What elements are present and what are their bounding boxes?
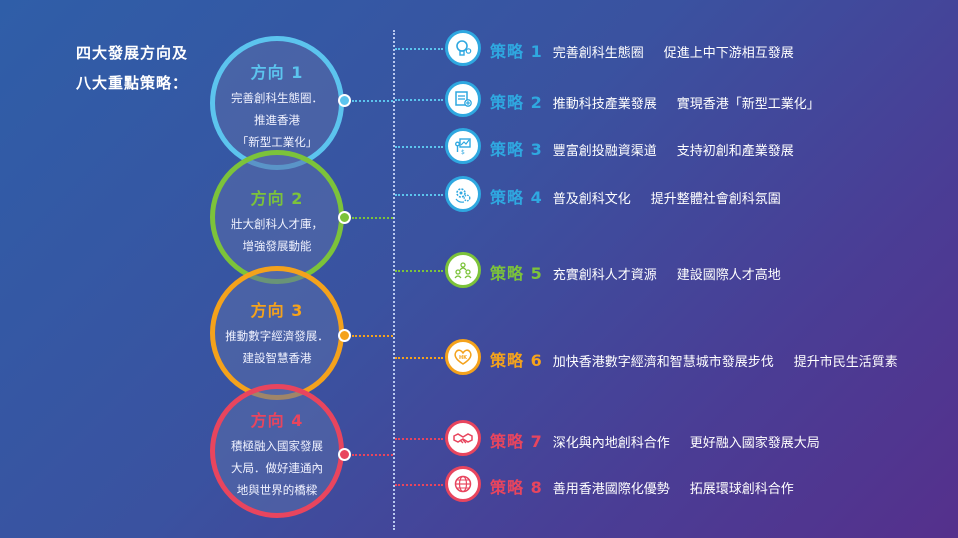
strategy-5-text-2: 建設國際人才高地 xyxy=(676,268,781,283)
connector-strategy-4 xyxy=(395,194,443,196)
strategy-6-text-2: 提升市民生活質素 xyxy=(793,355,898,370)
strategy-5: 策略 5 充實創科人才資源 建設國際人才高地 xyxy=(490,260,781,284)
strategy-8-label: 策略 8 xyxy=(490,478,543,497)
server-plus-icon xyxy=(445,81,481,117)
strategy-1-text-1: 完善創科生態圈 xyxy=(552,46,644,61)
strategy-6-label: 策略 6 xyxy=(490,351,543,370)
strategy-8-text-2: 拓展環球創科合作 xyxy=(689,482,794,497)
direction-2-circle: 方向 2 壯大創科人才庫， 增強發展動能 xyxy=(210,150,344,284)
direction-4-circle: 方向 4 積極融入國家發展 大局．做好連通內 地與世界的橋樑 xyxy=(210,384,344,518)
direction-1-circle: 方向 1 完善創科生態圈． 推進香港 「新型工業化」 xyxy=(210,36,344,170)
strategy-6: 策略 6 加快香港數字經濟和智慧城市發展步伐 提升市民生活質素 xyxy=(490,347,898,371)
direction-1-description: 完善創科生態圈． 推進香港 「新型工業化」 xyxy=(231,91,323,149)
connector-strategy-1 xyxy=(395,48,443,50)
strategy-2-text-1: 推動科技產業發展 xyxy=(552,97,657,112)
direction-3-description: 推動數字經濟發展． 建設智慧香港 xyxy=(225,329,329,365)
connector-strategy-6 xyxy=(395,357,443,359)
svg-text:$: $ xyxy=(461,149,465,156)
strategy-4: 策略 4 普及創科文化 提升整體社會創科氛圍 xyxy=(490,184,781,208)
connector-spine xyxy=(393,30,395,530)
strategy-7: 策略 7 深化與內地創科合作 更好融入國家發展大局 xyxy=(490,428,820,452)
strategy-3-text-2: 支持初創和產業發展 xyxy=(676,144,794,159)
connector-strategy-7 xyxy=(395,438,443,440)
investment-board-icon: $ xyxy=(445,128,481,164)
strategy-7-text-2: 更好融入國家發展大局 xyxy=(689,436,820,451)
strategy-2-text-2: 實現香港「新型工業化」 xyxy=(676,97,820,112)
connector-direction-3 xyxy=(352,335,393,337)
hk-heart-icon: HK xyxy=(445,339,481,375)
svg-text:HK: HK xyxy=(459,355,468,361)
strategy-2-label: 策略 2 xyxy=(490,93,543,112)
gears-cycle-icon xyxy=(445,176,481,212)
strategy-4-text-2: 提升整體社會創科氛圍 xyxy=(650,192,781,207)
direction-1-dot xyxy=(338,94,351,107)
strategy-4-label: 策略 4 xyxy=(490,188,543,207)
title-line-2: 八大重點策略： xyxy=(76,74,189,92)
direction-4-dot xyxy=(338,448,351,461)
strategy-1-text-2: 促進上中下游相互發展 xyxy=(663,46,794,61)
connector-strategy-3 xyxy=(395,146,443,148)
connector-strategy-8 xyxy=(395,484,443,486)
strategy-7-label: 策略 7 xyxy=(490,432,543,451)
strategy-8: 策略 8 善用香港國際化優勢 拓展環球創科合作 xyxy=(490,474,794,498)
people-network-icon xyxy=(445,252,481,288)
strategy-8-text-1: 善用香港國際化優勢 xyxy=(552,482,670,497)
strategy-1-label: 策略 1 xyxy=(490,42,543,61)
strategy-6-text-1: 加快香港數字經濟和智慧城市發展步伐 xyxy=(552,355,774,370)
direction-2-description: 壯大創科人才庫， 增強發展動能 xyxy=(231,217,323,253)
strategy-2: 策略 2 推動科技產業發展 實現香港「新型工業化」 xyxy=(490,89,820,113)
strategy-4-text-1: 普及創科文化 xyxy=(552,192,631,207)
direction-4-description: 積極融入國家發展 大局．做好連通內 地與世界的橋樑 xyxy=(231,439,323,497)
strategy-5-label: 策略 5 xyxy=(490,264,543,283)
handshake-icon xyxy=(445,420,481,456)
globe-icon xyxy=(445,466,481,502)
strategy-3-label: 策略 3 xyxy=(490,140,543,159)
direction-3-circle: 方向 3 推動數字經濟發展． 建設智慧香港 xyxy=(210,266,344,400)
strategy-3-text-1: 豐富創投融資渠道 xyxy=(552,144,657,159)
connector-strategy-5 xyxy=(395,270,443,272)
strategy-5-text-1: 充實創科人才資源 xyxy=(552,268,657,283)
direction-2-dot xyxy=(338,211,351,224)
direction-1-title: 方向 1 xyxy=(250,63,304,82)
connector-direction-1 xyxy=(352,100,393,102)
connector-direction-4 xyxy=(352,454,393,456)
connector-strategy-2 xyxy=(395,99,443,101)
lightbulb-gear-icon xyxy=(445,30,481,66)
title-line-1: 四大發展方向及 xyxy=(76,44,189,62)
strategy-1: 策略 1 完善創科生態圈 促進上中下游相互發展 xyxy=(490,38,794,62)
diagram-title: 四大發展方向及 八大重點策略： xyxy=(76,38,216,98)
direction-4-title: 方向 4 xyxy=(250,411,304,430)
direction-3-dot xyxy=(338,329,351,342)
direction-2-title: 方向 2 xyxy=(250,189,304,208)
direction-3-title: 方向 3 xyxy=(250,301,304,320)
connector-direction-2 xyxy=(352,217,393,219)
strategy-3: 策略 3 豐富創投融資渠道 支持初創和產業發展 xyxy=(490,136,794,160)
strategy-7-text-1: 深化與內地創科合作 xyxy=(552,436,670,451)
